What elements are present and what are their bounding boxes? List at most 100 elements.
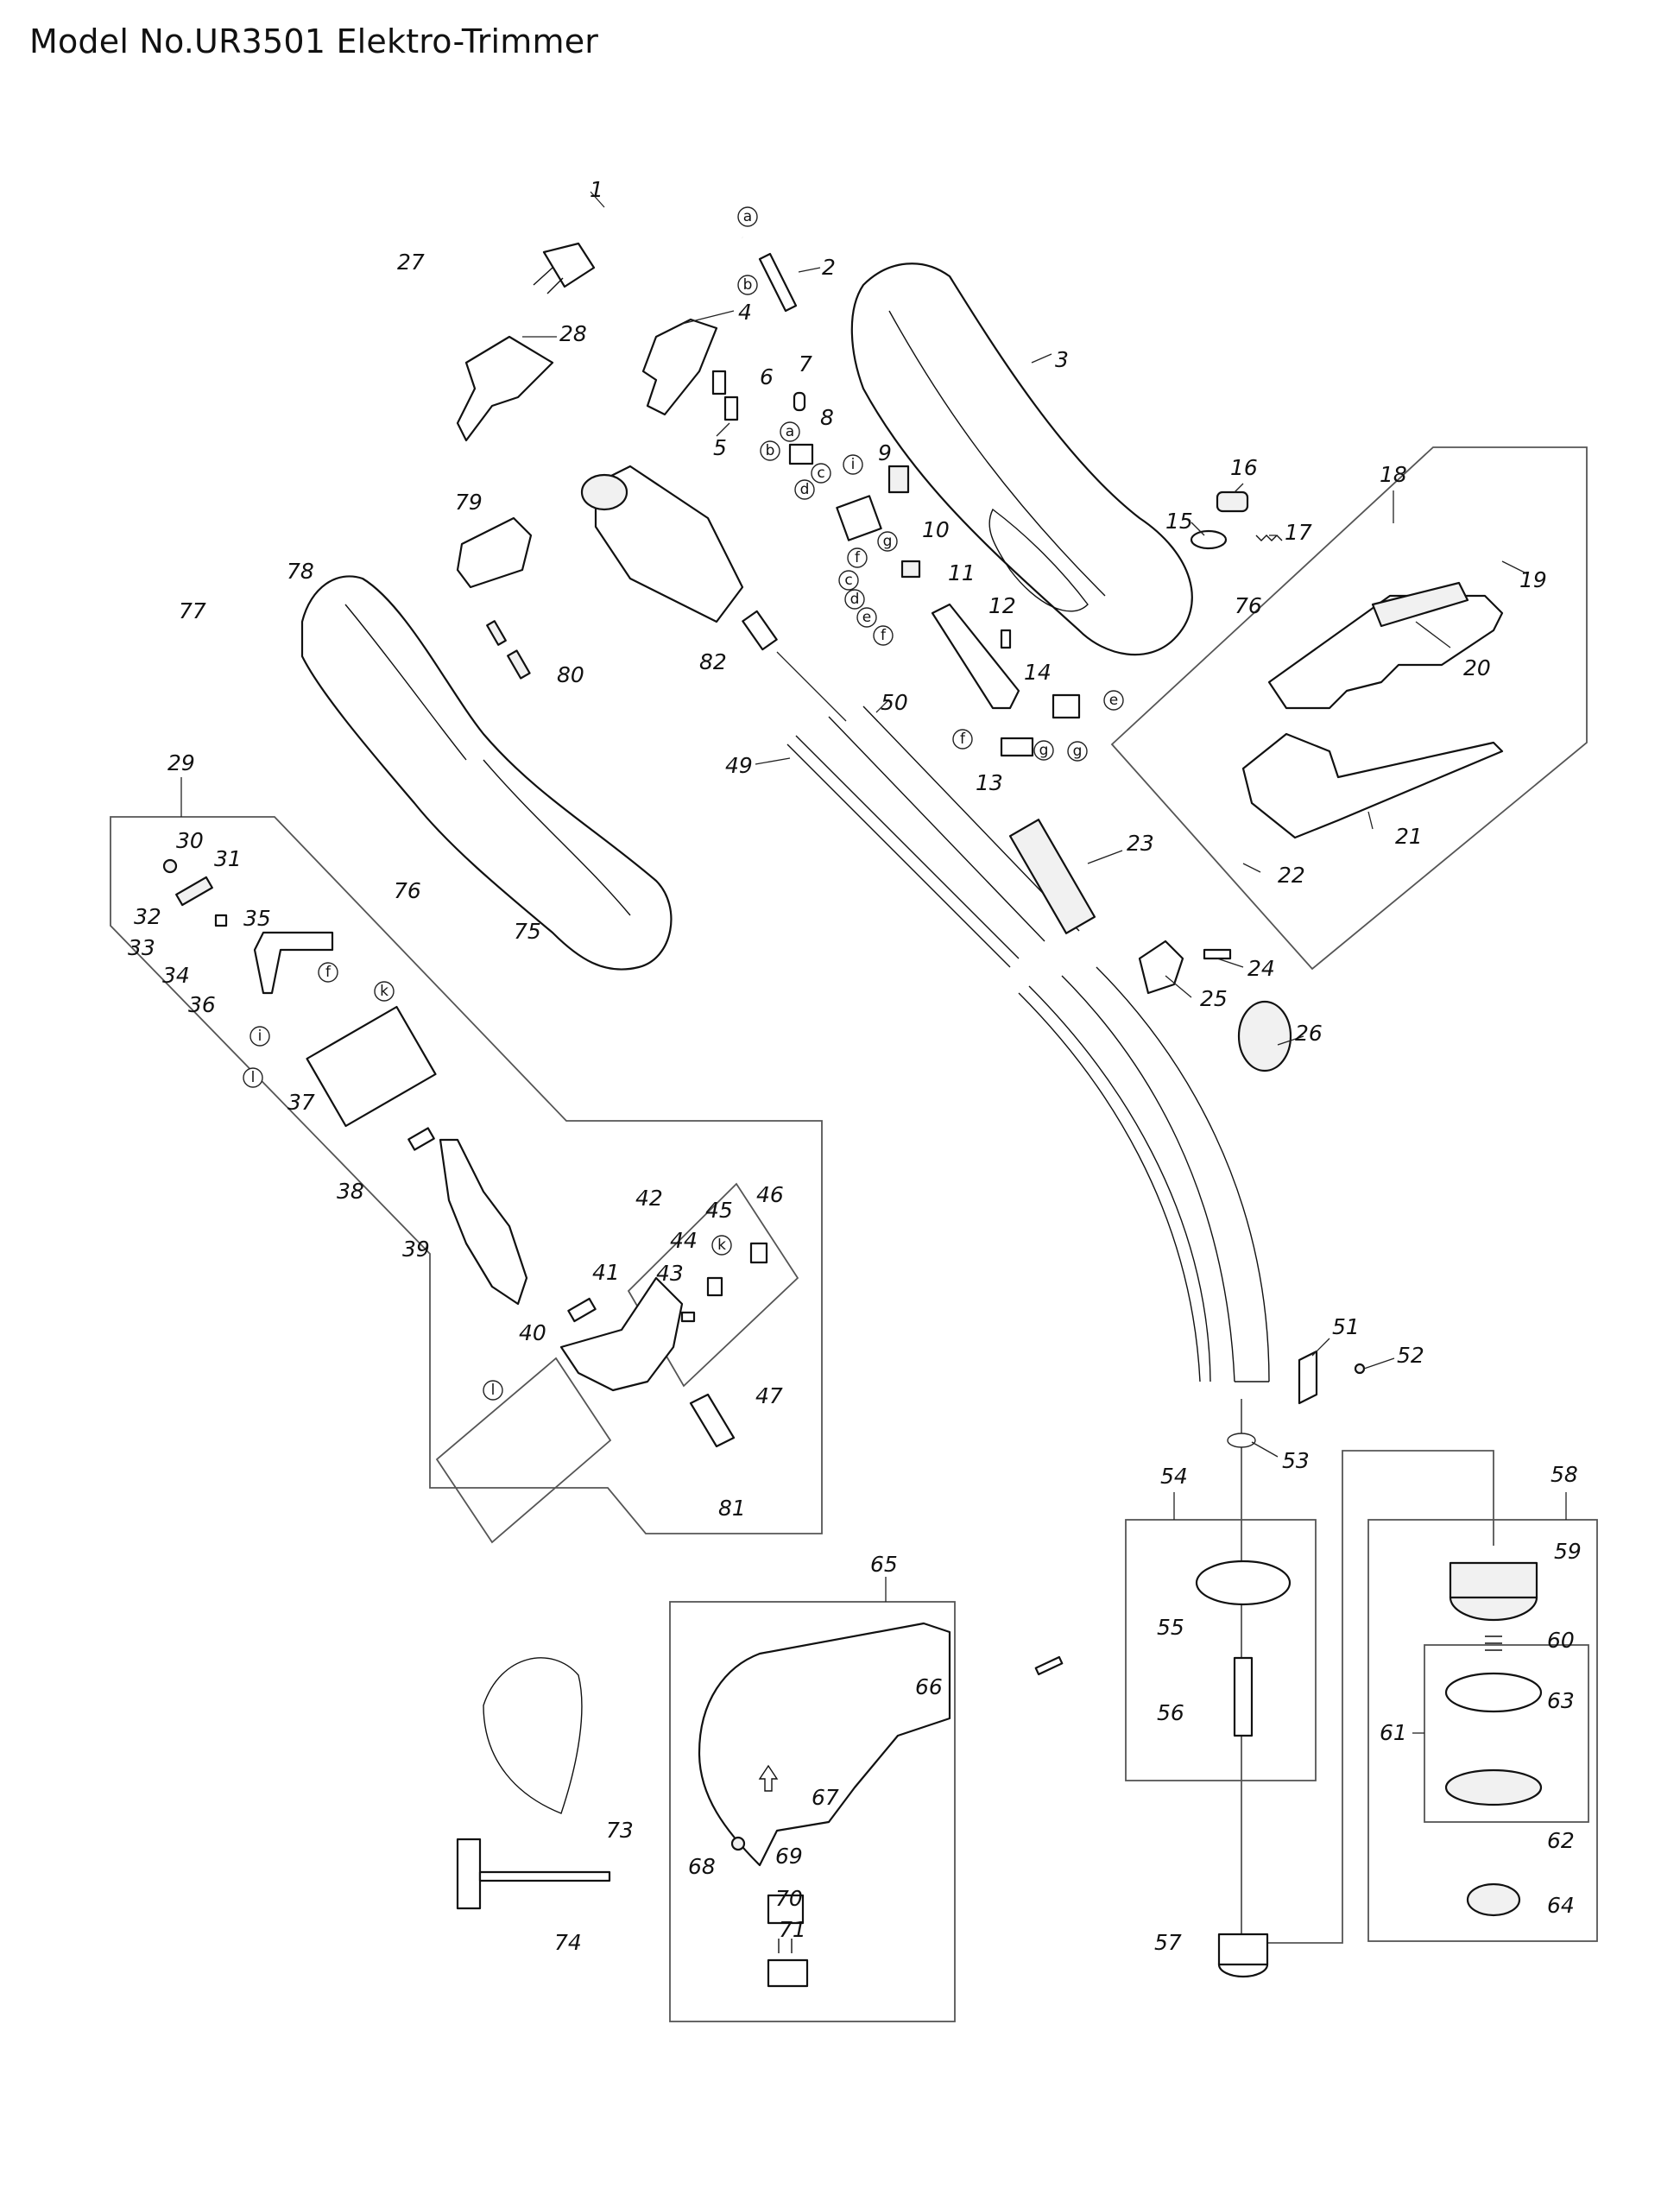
label-78: 78 <box>287 559 314 584</box>
label-37: 37 <box>287 1090 315 1115</box>
power-cord <box>533 205 745 294</box>
label-79: 79 <box>455 490 483 515</box>
part-5a <box>711 370 727 395</box>
part-5 <box>723 395 739 421</box>
label-61: 61 <box>1380 1720 1407 1745</box>
label-10: 10 <box>922 517 950 542</box>
label-3: 3 <box>1055 347 1069 372</box>
assembly-box-18 <box>1110 446 1588 971</box>
svg-text:g: g <box>1039 742 1049 759</box>
label-76: 76 <box>394 878 421 903</box>
svg-text:l: l <box>251 1069 256 1086</box>
part-53-washer <box>1227 1433 1256 1448</box>
label-57: 57 <box>1154 1930 1182 1955</box>
part-80 <box>507 649 531 680</box>
svg-text:c: c <box>817 465 824 482</box>
part-68-nut <box>730 1836 746 1851</box>
part-79 <box>456 516 533 589</box>
part-30 <box>162 858 178 874</box>
part-38 <box>407 1127 435 1151</box>
svg-text:f: f <box>325 964 332 981</box>
drive-shaft <box>786 735 1211 1382</box>
part-35 <box>214 914 228 927</box>
part-73-strap <box>483 1657 583 1814</box>
label-50: 50 <box>881 690 908 715</box>
label-17: 17 <box>1285 520 1312 545</box>
svg-text:b: b <box>766 442 775 459</box>
label-31: 31 <box>214 846 242 871</box>
part-57-body <box>1217 1933 1269 1966</box>
part-74-tool <box>456 1838 611 1910</box>
part-10 <box>900 560 921 579</box>
housing-left <box>300 575 673 971</box>
label-39: 39 <box>402 1237 430 1262</box>
part-66-bolt <box>1034 1655 1064 1676</box>
label-12: 12 <box>988 593 1016 618</box>
label-24: 24 <box>1247 956 1275 981</box>
switch-cover <box>641 318 718 416</box>
label-7: 7 <box>799 351 812 376</box>
part-13 <box>1000 737 1034 757</box>
assembly-box-54 <box>1125 1519 1317 1781</box>
svg-text:k: k <box>380 983 388 1000</box>
page-title: Model No.UR3501 Elektro-Trimmer <box>29 22 599 60</box>
label-34: 34 <box>162 963 190 988</box>
label-54: 54 <box>1160 1464 1188 1489</box>
label-28: 28 <box>559 321 587 346</box>
part-69-blade <box>767 1894 805 1925</box>
label-52: 52 <box>1397 1343 1424 1368</box>
svg-text:f: f <box>960 731 966 748</box>
part-40 <box>567 1297 597 1323</box>
svg-text:g: g <box>1073 743 1083 760</box>
label-56: 56 <box>1157 1700 1184 1725</box>
label-41: 41 <box>592 1260 620 1285</box>
assembly-box-58 <box>1367 1519 1598 1942</box>
label-35: 35 <box>243 906 271 931</box>
part-9-connector <box>887 465 910 494</box>
part-47-gear <box>689 1393 736 1448</box>
svg-text:f: f <box>881 627 887 644</box>
part-80b <box>486 620 507 646</box>
direction-arrow-icon <box>758 1764 779 1792</box>
handle-grip <box>1371 581 1469 628</box>
label-47: 47 <box>755 1383 783 1408</box>
label-5: 5 <box>713 435 727 460</box>
svg-text:a: a <box>743 208 752 225</box>
assembly-box-65 <box>669 1601 956 2022</box>
part-14 <box>1052 693 1081 719</box>
part-60-spring <box>1485 1635 1502 1651</box>
label-42: 42 <box>635 1186 663 1211</box>
label-9: 9 <box>878 440 892 465</box>
svg-text:i: i <box>851 456 856 473</box>
label-70: 70 <box>775 1886 803 1911</box>
label-33: 33 <box>128 935 155 960</box>
label-66: 66 <box>915 1674 943 1699</box>
svg-text:e: e <box>862 609 871 626</box>
label-26: 26 <box>1295 1021 1323 1046</box>
label-49: 49 <box>725 753 753 778</box>
connector-markers: a b a b c d i g f c d e f e g g f f k i … <box>243 206 1124 1401</box>
label-19: 19 <box>1519 567 1547 592</box>
svg-text:d: d <box>850 591 860 608</box>
label-36: 36 <box>188 992 216 1017</box>
label-4: 4 <box>738 300 752 325</box>
part-12 <box>1000 629 1012 649</box>
svg-text:k: k <box>717 1237 726 1254</box>
assembly-box-sub <box>435 1357 612 1544</box>
label-21: 21 <box>1395 824 1423 849</box>
label-51: 51 <box>1332 1314 1360 1339</box>
label-30: 30 <box>176 828 204 853</box>
svg-text:g: g <box>883 533 893 550</box>
part-56-shaft <box>1233 1656 1254 1737</box>
svg-text:f: f <box>855 549 861 566</box>
label-44: 44 <box>670 1228 698 1253</box>
label-80: 80 <box>557 662 584 687</box>
label-20: 20 <box>1463 655 1491 680</box>
label-67: 67 <box>812 1785 839 1810</box>
label-74: 74 <box>554 1930 582 1955</box>
label-55: 55 <box>1157 1615 1184 1640</box>
part-39-armature <box>439 1138 528 1306</box>
part-59-body <box>1449 1561 1538 1599</box>
label-22: 22 <box>1278 863 1305 888</box>
label-53: 53 <box>1282 1448 1310 1473</box>
